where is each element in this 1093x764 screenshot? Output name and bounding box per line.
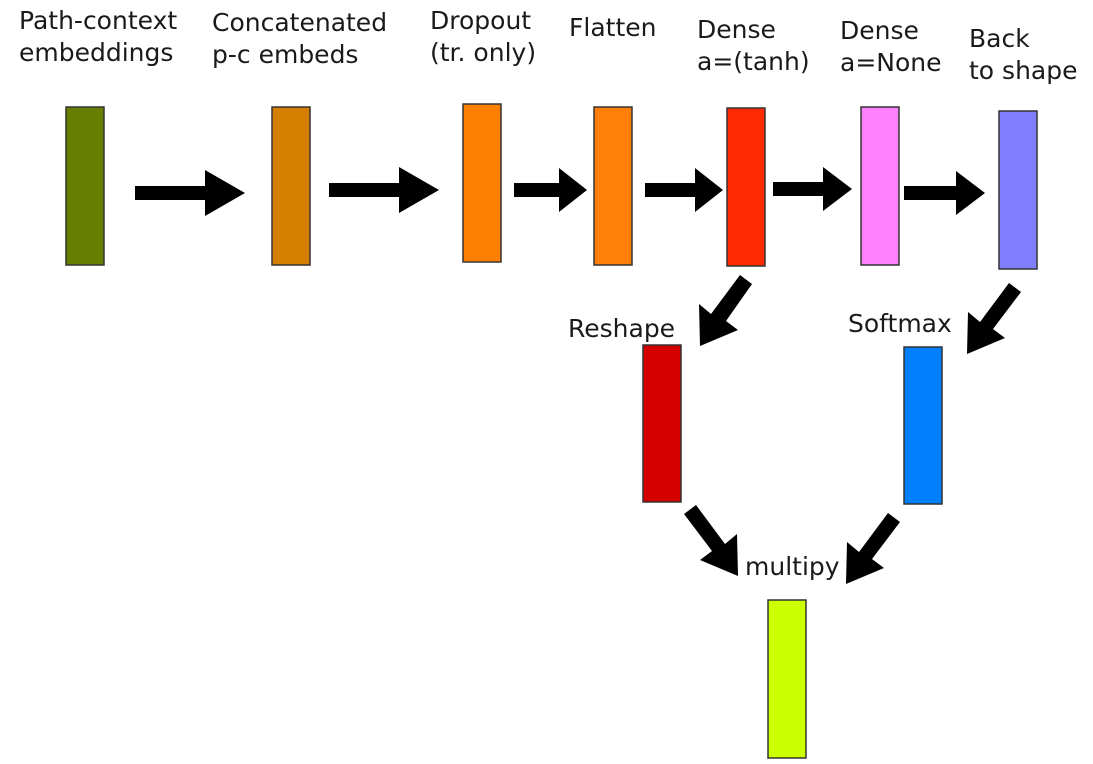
- softmax-block: [903, 346, 943, 505]
- arrow-dense-tanh-to-dense-none: [773, 167, 852, 211]
- dropout-block: [462, 103, 502, 263]
- concatenated-label: Concatenated p-c embeds: [212, 8, 388, 69]
- reshape-label: Reshape: [568, 314, 676, 343]
- arrow-back-to-shape-to-softmax: [967, 283, 1021, 354]
- multiply-label: multipy: [745, 552, 840, 581]
- reshape-block: [642, 344, 682, 503]
- flatten-label: Flatten: [569, 13, 657, 42]
- arrow-path-to-concat: [135, 170, 245, 216]
- arrow-dense-tanh-to-reshape: [699, 275, 752, 346]
- concatenated-block: [271, 106, 311, 266]
- arrow-reshape-to-multiply: [684, 505, 738, 576]
- dropout-label: Dropout (tr. only): [430, 6, 537, 67]
- arrow-dense-none-to-back-to-shape: [904, 171, 985, 215]
- dense-none-block: [860, 106, 900, 266]
- dense-tanh-label: Dense a=(tanh): [697, 15, 810, 76]
- path-context-block: [65, 106, 105, 266]
- path-context-label: Path-context embeddings: [19, 6, 178, 67]
- arrow-concat-to-dropout: [329, 167, 439, 213]
- arrow-flatten-to-dense-tanh: [645, 168, 723, 212]
- multiply-output-block: [767, 599, 807, 759]
- flatten-block: [593, 106, 633, 266]
- arrow-dropout-to-flatten: [514, 168, 587, 212]
- back-to-shape-label: Back to shape: [969, 24, 1078, 85]
- dense-tanh-block: [726, 107, 766, 267]
- arrow-softmax-to-multiply: [846, 513, 900, 584]
- dense-none-label: Dense a=None: [840, 16, 942, 77]
- back-to-shape-block: [998, 110, 1038, 270]
- softmax-label: Softmax: [848, 309, 952, 338]
